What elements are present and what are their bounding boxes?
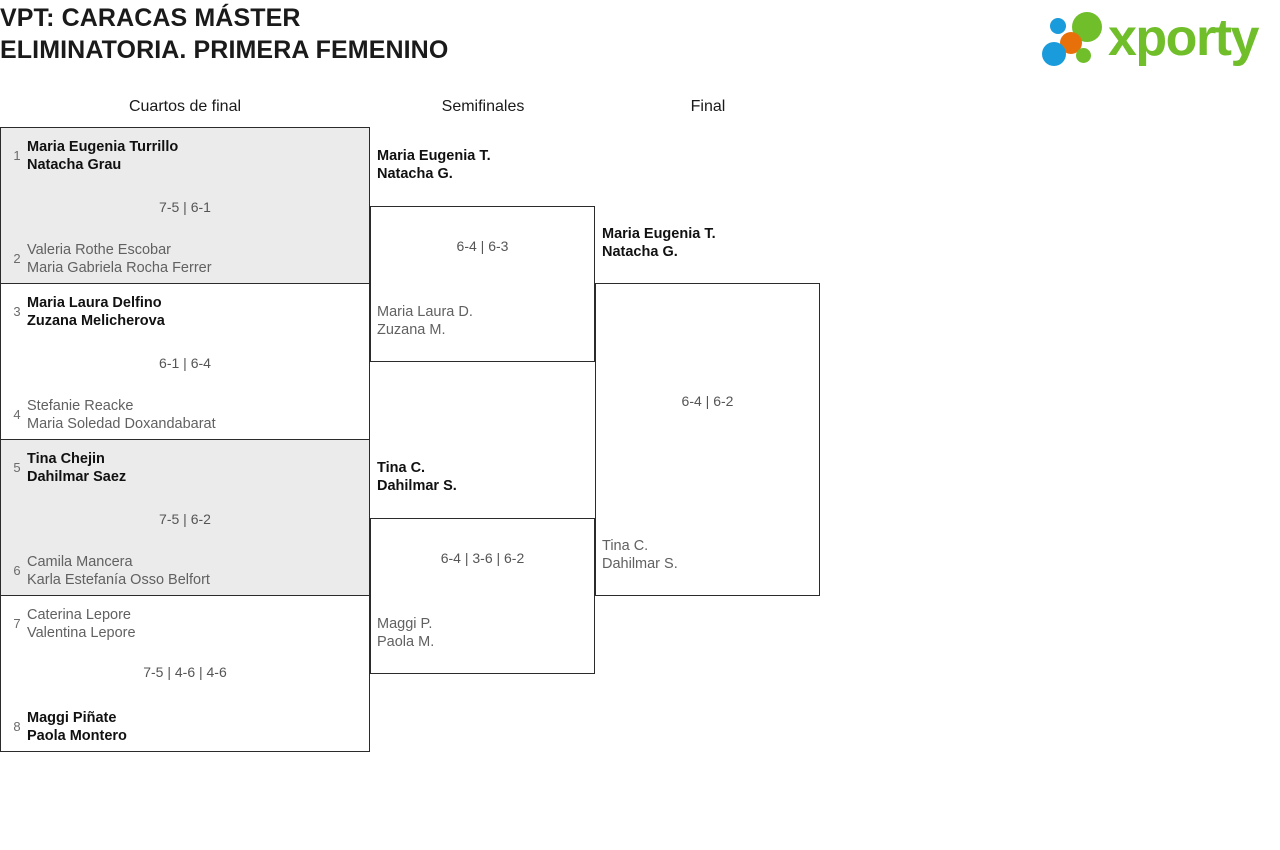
match-quarterfinal-4[interactable]: 7 Caterina Lepore Valentina Lepore 7-5 |… (0, 595, 370, 752)
logo-wordmark: xporty (1108, 9, 1259, 67)
semifinal-1-team-bottom: Maria Laura D. Zuzana M. (377, 303, 473, 339)
player-name-1: Maria Eugenia Turrillo (27, 139, 179, 155)
player-name-2: Zuzana M. (377, 322, 446, 338)
player-name-2: Paola M. (377, 634, 435, 650)
match-quarterfinal-1[interactable]: 1 Maria Eugenia Turrillo Natacha Grau 7-… (0, 127, 370, 284)
page-title: VPT: CARACAS MÁSTER ELIMINATORIA. PRIMER… (0, 2, 900, 66)
player-name-1: Valeria Rothe Escobar (27, 242, 172, 258)
title-line-2: ELIMINATORIA. PRIMERA FEMENINO (0, 36, 449, 64)
match-score: 7-5 | 6-1 (159, 199, 211, 215)
team-slot-seed-4: 4 Stefanie Reacke Maria Soledad Doxandab… (7, 397, 367, 433)
player-names: Maggi Piñate Paola Montero (27, 709, 127, 745)
final-team-bottom: Tina C. Dahilmar S. (602, 537, 678, 573)
match-score: 7-5 | 6-2 (159, 511, 211, 527)
player-name-2: Karla Estefanía Osso Belfort (27, 572, 210, 588)
seed-number: 2 (13, 251, 21, 266)
player-names: Stefanie Reacke Maria Soledad Doxandabar… (27, 397, 216, 433)
player-name-1: Tina C. (377, 460, 426, 476)
match-final[interactable]: 6-4 | 6-2 (595, 283, 820, 596)
seed-number: 4 (13, 407, 21, 422)
player-name-2: Natacha G. (377, 166, 453, 182)
player-name-1: Caterina Lepore (27, 607, 131, 623)
seed-number: 6 (13, 563, 21, 578)
player-names: Camila Mancera Karla Estefanía Osso Belf… (27, 553, 210, 589)
seed-number: 1 (13, 148, 21, 163)
player-name-1: Maria Eugenia T. (377, 148, 491, 164)
round-header-final: Final (690, 98, 726, 115)
player-name-1: Maggi Piñate (27, 710, 117, 726)
player-name-1: Tina C. (602, 538, 649, 554)
seed-number: 5 (13, 460, 21, 475)
match-semifinal-1[interactable]: 6-4 | 6-3 (370, 206, 595, 362)
match-quarterfinal-3[interactable]: 5 Tina Chejin Dahilmar Saez 7-5 | 6-2 6 … (0, 439, 370, 596)
player-names: Maria Laura Delfino Zuzana Melicherova (27, 294, 165, 330)
round-header-semifinals: Semifinales (441, 98, 525, 115)
seed-number: 3 (13, 304, 21, 319)
player-name-2: Zuzana Melicherova (27, 313, 165, 329)
player-name-2: Natacha G. (602, 244, 678, 260)
player-name-2: Natacha Grau (27, 157, 122, 173)
player-name-1: Maria Laura D. (377, 304, 473, 320)
logo-dot-orange (1060, 32, 1082, 54)
player-name-2: Valentina Lepore (27, 625, 136, 641)
logo-dot-green-small (1076, 48, 1091, 63)
team-slot-seed-6: 6 Camila Mancera Karla Estefanía Osso Be… (7, 553, 367, 589)
semifinal-2-team-top: Tina C. Dahilmar S. (377, 459, 457, 495)
player-name-2: Dahilmar Saez (27, 469, 127, 485)
xporty-logo[interactable]: xporty (1042, 6, 1274, 68)
match-score: 6-4 | 6-3 (456, 238, 509, 254)
team-slot-seed-2: 2 Valeria Rothe Escobar Maria Gabriela R… (7, 241, 367, 277)
player-name-2: Maria Gabriela Rocha Ferrer (27, 260, 212, 276)
player-name-1: Tina Chejin (27, 451, 105, 467)
final-team-top: Maria Eugenia T. Natacha G. (602, 225, 716, 261)
player-name-2: Dahilmar S. (377, 478, 457, 494)
match-score: 6-4 | 3-6 | 6-2 (440, 550, 525, 566)
player-names: Caterina Lepore Valentina Lepore (27, 606, 136, 642)
player-name-1: Maria Eugenia T. (602, 226, 716, 242)
round-header-quarterfinals: Cuartos de final (128, 98, 242, 115)
logo-dots-icon (1042, 10, 1114, 66)
semifinal-1-team-top: Maria Eugenia T. Natacha G. (377, 147, 491, 183)
match-score: 7-5 | 4-6 | 4-6 (143, 664, 227, 680)
match-semifinal-2[interactable]: 6-4 | 3-6 | 6-2 (370, 518, 595, 674)
player-name-2: Maria Soledad Doxandabarat (27, 416, 216, 432)
logo-dot-blue-large (1042, 42, 1066, 66)
player-name-1: Maggi P. (377, 616, 433, 632)
player-name-2: Paola Montero (27, 728, 127, 744)
player-names: Tina Chejin Dahilmar Saez (27, 450, 126, 486)
match-quarterfinal-2[interactable]: 3 Maria Laura Delfino Zuzana Melicherova… (0, 283, 370, 440)
seed-number: 7 (13, 616, 21, 631)
seed-number: 8 (13, 719, 21, 734)
player-names: Maria Eugenia Turrillo Natacha Grau (27, 138, 178, 174)
logo-dot-blue-small (1050, 18, 1066, 34)
player-name-2: Dahilmar S. (602, 556, 678, 572)
semifinal-2-team-bottom: Maggi P. Paola M. (377, 615, 434, 651)
player-name-1: Maria Laura Delfino (27, 295, 162, 311)
player-name-1: Camila Mancera (27, 554, 133, 570)
team-slot-seed-5: 5 Tina Chejin Dahilmar Saez (7, 450, 367, 486)
title-line-1: VPT: CARACAS MÁSTER (0, 4, 301, 32)
team-slot-seed-7: 7 Caterina Lepore Valentina Lepore (7, 606, 367, 642)
player-name-1: Stefanie Reacke (27, 398, 134, 414)
team-slot-seed-3: 3 Maria Laura Delfino Zuzana Melicherova (7, 294, 367, 330)
team-slot-seed-1: 1 Maria Eugenia Turrillo Natacha Grau (7, 138, 367, 174)
match-score: 6-1 | 6-4 (159, 355, 211, 371)
player-names: Valeria Rothe Escobar Maria Gabriela Roc… (27, 241, 212, 277)
team-slot-seed-8: 8 Maggi Piñate Paola Montero (7, 709, 367, 745)
match-score: 6-4 | 6-2 (681, 393, 734, 409)
